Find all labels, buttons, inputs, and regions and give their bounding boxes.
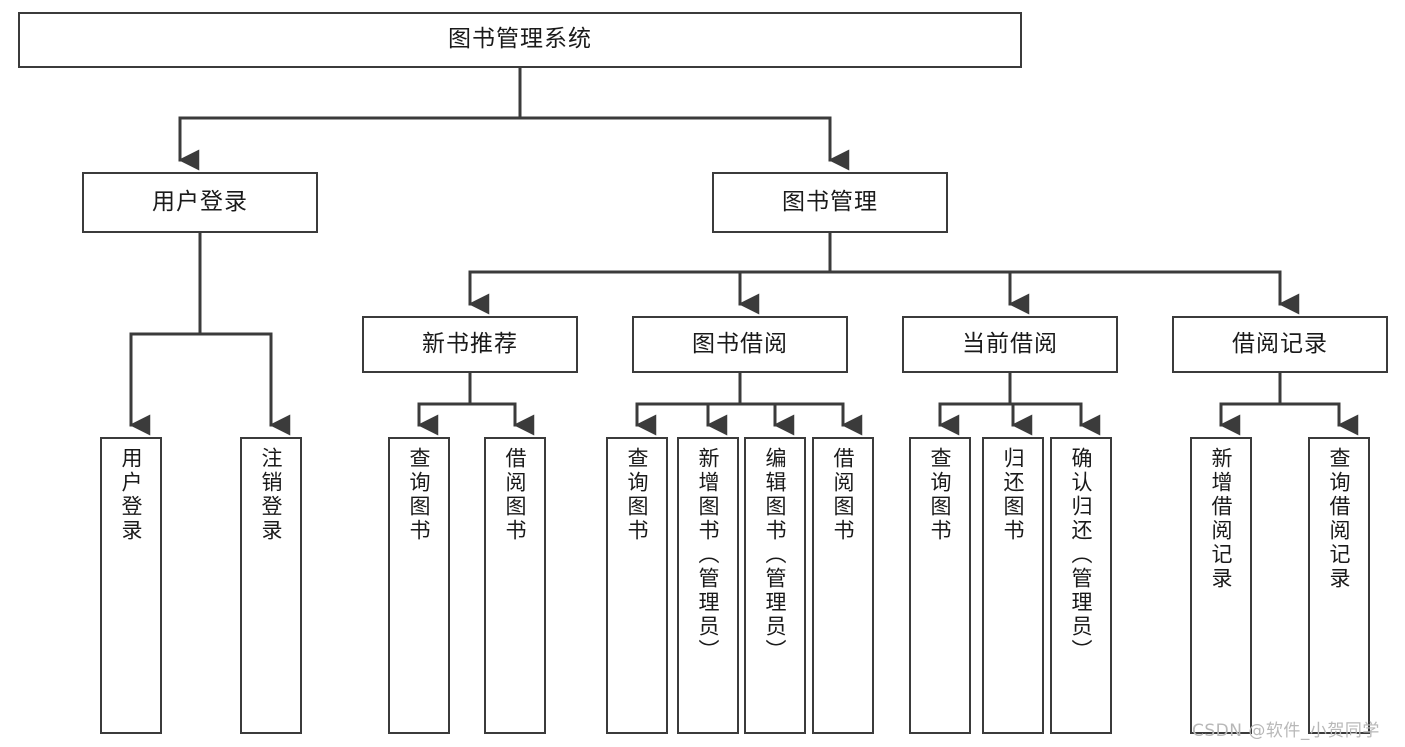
node-book-borrow-label: 图书借阅 [692,330,788,357]
node-book-manage-label: 图书管理 [782,188,878,215]
node-leaf-borrow-book-1-label: 借阅图书 [503,447,528,543]
node-leaf-query-book-1[interactable]: 查询图书 [388,437,450,734]
node-leaf-edit-book[interactable]: 编辑图书（管理员） [744,437,806,734]
node-leaf-query-record[interactable]: 查询借阅记录 [1308,437,1370,734]
node-leaf-query-book-2[interactable]: 查询图书 [606,437,668,734]
csdn-watermark: CSDN @软件_小贺同学 [1192,721,1380,741]
node-leaf-return-book-label: 归还图书 [1001,447,1026,543]
node-leaf-query-book-3[interactable]: 查询图书 [909,437,971,734]
node-leaf-add-record[interactable]: 新增借阅记录 [1190,437,1252,734]
node-leaf-query-book-1-label: 查询图书 [407,447,432,543]
node-current-borrow-label: 当前借阅 [962,330,1058,357]
node-leaf-confirm-return[interactable]: 确认归还（管理员） [1050,437,1112,734]
node-borrow-record-label: 借阅记录 [1232,330,1328,357]
node-leaf-edit-book-label: 编辑图书（管理员） [763,447,788,663]
node-user-login-label: 用户登录 [152,188,248,215]
node-root[interactable]: 图书管理系统 [18,12,1022,68]
node-leaf-borrow-book-2[interactable]: 借阅图书 [812,437,874,734]
node-borrow-record[interactable]: 借阅记录 [1172,316,1388,373]
node-leaf-borrow-book-1[interactable]: 借阅图书 [484,437,546,734]
node-leaf-user-logout[interactable]: 注销登录 [240,437,302,734]
node-book-borrow[interactable]: 图书借阅 [632,316,848,373]
node-book-manage[interactable]: 图书管理 [712,172,948,233]
node-leaf-query-book-3-label: 查询图书 [928,447,953,543]
node-leaf-user-login[interactable]: 用户登录 [100,437,162,734]
node-leaf-user-logout-label: 注销登录 [259,447,284,543]
node-leaf-add-book[interactable]: 新增图书（管理员） [677,437,739,734]
node-leaf-borrow-book-2-label: 借阅图书 [831,447,856,543]
node-leaf-user-login-label: 用户登录 [119,447,144,543]
node-new-book-rec[interactable]: 新书推荐 [362,316,578,373]
node-leaf-query-record-label: 查询借阅记录 [1327,447,1352,591]
node-leaf-add-record-label: 新增借阅记录 [1209,447,1234,591]
node-user-login[interactable]: 用户登录 [82,172,318,233]
node-leaf-return-book[interactable]: 归还图书 [982,437,1044,734]
node-new-book-rec-label: 新书推荐 [422,330,518,357]
node-current-borrow[interactable]: 当前借阅 [902,316,1118,373]
node-leaf-query-book-2-label: 查询图书 [625,447,650,543]
node-leaf-confirm-return-label: 确认归还（管理员） [1069,447,1094,663]
node-leaf-add-book-label: 新增图书（管理员） [696,447,721,663]
node-root-label: 图书管理系统 [448,26,592,53]
